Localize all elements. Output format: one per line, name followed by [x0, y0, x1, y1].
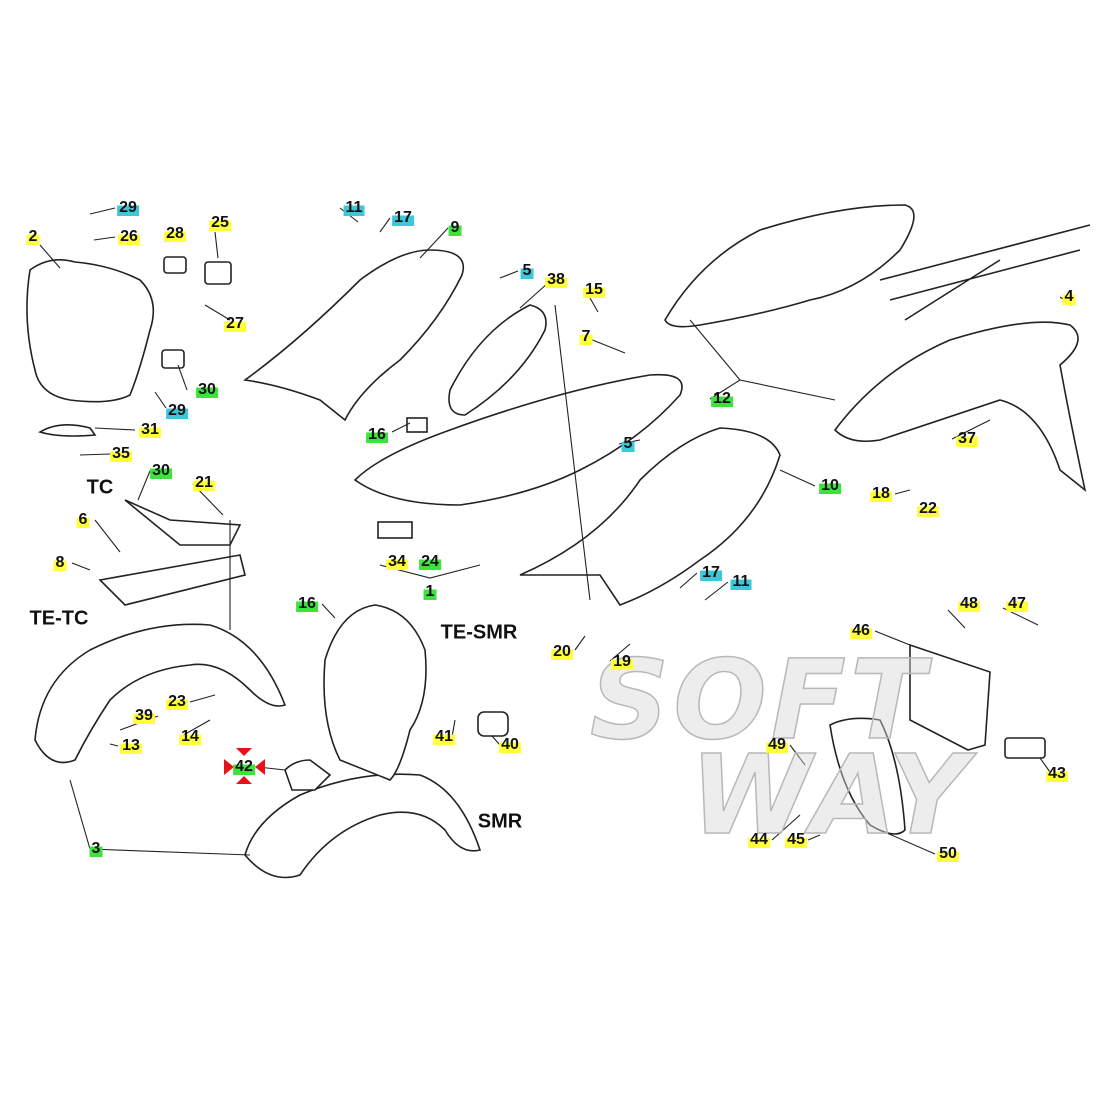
callout-label-45: 45	[785, 831, 807, 848]
callout-label-16: 16	[366, 426, 388, 443]
part-bracket-6	[98, 554, 246, 606]
highlight-arrow-bottom-icon	[236, 776, 252, 784]
part-clamp-40	[477, 711, 509, 737]
variant-label-te-tc: TE-TC	[29, 607, 89, 630]
callout-label-39: 39	[133, 707, 155, 724]
callout-label-37: 37	[956, 430, 978, 447]
part-holder-50	[829, 717, 906, 835]
highlight-arrow-left-icon	[224, 759, 234, 775]
callout-label-10: 10	[819, 477, 841, 494]
callout-label-13: 13	[120, 737, 142, 754]
part-front-fender-te-tc	[34, 623, 287, 764]
callout-label-34: 34	[386, 553, 408, 570]
callout-label-5: 5	[621, 435, 635, 452]
callout-label-30: 30	[150, 462, 172, 479]
callout-label-18: 18	[870, 485, 892, 502]
callout-label-27: 27	[224, 315, 246, 332]
part-strap-31	[38, 424, 97, 437]
callout-label-29: 29	[117, 199, 139, 216]
callout-label-14: 14	[179, 728, 201, 745]
highlight-arrow-right-icon	[255, 759, 265, 775]
callout-label-6: 6	[76, 511, 90, 528]
part-rear-fender-upper	[664, 204, 915, 328]
callout-label-4: 4	[1062, 288, 1076, 305]
callout-label-43: 43	[1046, 765, 1068, 782]
callout-label-42: 42	[233, 758, 255, 775]
callout-label-31: 31	[139, 421, 161, 438]
callout-label-26: 26	[118, 228, 140, 245]
part-headlight-mask	[26, 259, 155, 403]
part-seat-24	[353, 373, 683, 506]
callout-label-35: 35	[110, 445, 132, 462]
part-subframe	[879, 224, 1091, 321]
part-panel-38	[448, 304, 547, 416]
part-front-fender-smr	[244, 773, 482, 879]
callout-label-16: 16	[296, 595, 318, 612]
part-bracket-tc	[124, 499, 242, 546]
callout-label-25: 25	[209, 214, 231, 231]
callout-label-24: 24	[419, 553, 441, 570]
callout-label-9: 9	[448, 219, 462, 236]
callout-label-20: 20	[551, 643, 573, 660]
callout-label-3: 3	[89, 840, 103, 857]
callout-label-11: 11	[343, 199, 365, 216]
variant-label-smr: SMR	[477, 810, 523, 833]
part-plate-46	[909, 643, 991, 751]
part-clip-28	[163, 256, 187, 274]
part-bracket-25	[204, 261, 232, 285]
part-34-small	[377, 521, 413, 539]
callout-label-49: 49	[766, 736, 788, 753]
callout-label-21: 21	[193, 474, 215, 491]
callout-label-38: 38	[545, 271, 567, 288]
callout-label-2: 2	[26, 228, 40, 245]
part-16-small	[406, 417, 428, 433]
part-bracket-30	[161, 349, 185, 369]
callout-label-48: 48	[958, 595, 980, 612]
variant-label-te-smr: TE-SMR	[440, 621, 518, 644]
callout-label-50: 50	[937, 845, 959, 862]
callout-label-15: 15	[583, 281, 605, 298]
part-rear-fender-lower	[833, 321, 1087, 493]
callout-label-23: 23	[166, 693, 188, 710]
callout-label-28: 28	[164, 225, 186, 242]
callout-label-40: 40	[499, 736, 521, 753]
callout-label-1: 1	[423, 583, 437, 600]
callout-label-5: 5	[520, 262, 534, 279]
highlight-arrow-top-icon	[236, 748, 252, 756]
callout-label-29: 29	[166, 402, 188, 419]
callout-label-47: 47	[1006, 595, 1028, 612]
callout-label-19: 19	[611, 653, 633, 670]
callout-label-8: 8	[53, 554, 67, 571]
part-clip-42	[284, 759, 332, 791]
part-side-panel-9	[242, 249, 465, 422]
callout-label-11: 11	[730, 573, 752, 590]
callout-label-22: 22	[917, 500, 939, 517]
part-reflector-43	[1004, 737, 1046, 759]
callout-label-7: 7	[579, 328, 593, 345]
callout-label-12: 12	[711, 390, 733, 407]
callout-label-46: 46	[850, 622, 872, 639]
callout-label-41: 41	[433, 728, 455, 745]
part-headlight-te-smr	[323, 604, 427, 781]
callout-label-17: 17	[392, 209, 414, 226]
variant-label-tc: TC	[86, 476, 114, 499]
callout-label-44: 44	[748, 831, 770, 848]
callout-label-17: 17	[700, 564, 722, 581]
callout-label-30: 30	[196, 381, 218, 398]
